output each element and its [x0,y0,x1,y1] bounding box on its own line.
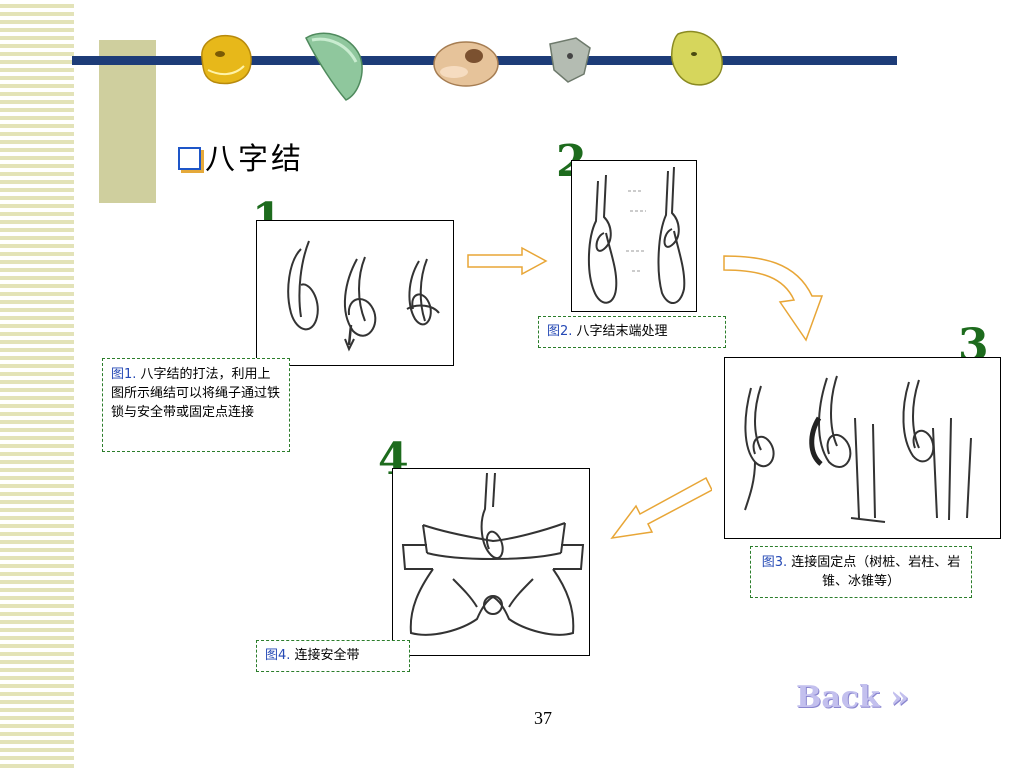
square-bullet-icon [178,146,201,170]
climbing-hold-gray-icon [549,37,591,83]
figure-3-caption: 图3. 连接固定点（树桩、岩柱、岩锥、冰锥等） [750,546,972,598]
figure-2-image [571,160,697,312]
figure-eight-tying-illustration [287,240,440,352]
figure-eight-end-illustration [587,166,686,304]
figure-2-caption: 图2. 八字结末端处理 [538,316,726,348]
climbing-hold-lime-icon [670,30,723,86]
figure-3-caption-text: 连接固定点（树桩、岩柱、岩锥、冰锥等） [791,555,961,589]
title-text: 八字结 [205,142,304,177]
climbing-hold-yellow-icon [201,34,252,85]
figure-1-caption-text: 八字结的打法，利用上图所示绳结可以将绳子通过铁锁与安全带或固定点连接 [111,367,281,420]
olive-block-decoration [99,40,156,203]
climbing-hold-green-icon [305,32,363,101]
figure-1-image [256,220,454,366]
figure-4-caption: 图4. 连接安全带 [256,640,410,672]
page-number: 37 [534,708,552,728]
figure-2-caption-label: 图2. [547,324,573,339]
left-stripe-decoration [0,0,74,768]
arrow-right-icon [467,246,548,276]
figure-4-caption-label: 图4. [265,648,291,663]
figure-3-caption-label: 图3. [761,555,788,570]
harness-connection-illustration [401,472,585,636]
figure-4-image [392,468,590,656]
anchor-connection-illustration [744,375,972,523]
figure-1-caption: 图1. 八字结的打法，利用上图所示绳结可以将绳子通过铁锁与安全带或固定点连接 [102,358,290,452]
figure-4-caption-text: 连接安全带 [294,648,360,663]
climbing-hold-tan-icon [433,41,499,87]
figure-3-image [724,357,1001,539]
back-link[interactable]: Back » [796,680,910,715]
slide-title: 八字结 [178,134,304,178]
arrow-curve-down-icon [723,255,824,342]
figure-2-caption-text: 八字结末端处理 [576,324,668,339]
figure-1-caption-label: 图1. [111,367,137,382]
arrow-down-left-icon [610,476,712,540]
